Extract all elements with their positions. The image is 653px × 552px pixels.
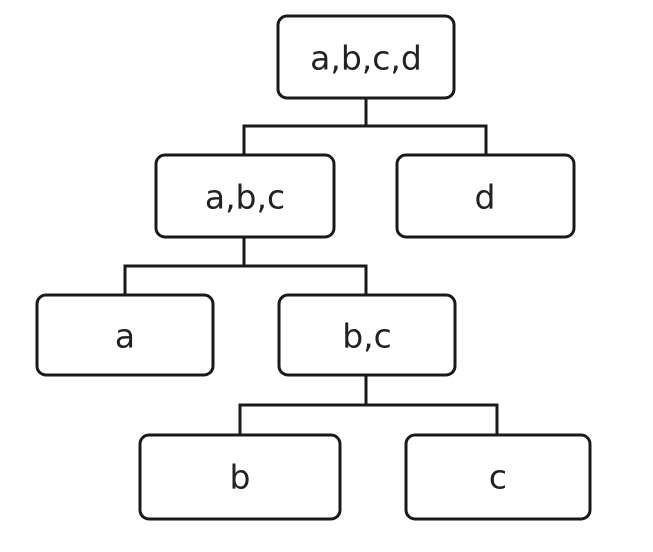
node-bc-label: b,c [342, 317, 392, 356]
node-b-label: b [230, 458, 251, 497]
connector-root [242, 96, 488, 157]
node-root-label: a,b,c,d [310, 39, 422, 78]
node-abc-label: a,b,c [205, 178, 285, 217]
node-bc: b,c [277, 293, 457, 377]
node-d-label: d [475, 178, 496, 217]
node-a: a [35, 293, 215, 377]
connector-bc [238, 373, 499, 437]
node-d: d [395, 153, 576, 239]
node-root: a,b,c,d [276, 14, 456, 100]
node-abc: a,b,c [154, 153, 336, 239]
node-b: b [138, 433, 342, 521]
connector-abc [123, 235, 368, 297]
node-c-label: c [489, 458, 507, 497]
node-c: c [404, 433, 592, 521]
node-a-label: a [115, 317, 135, 356]
